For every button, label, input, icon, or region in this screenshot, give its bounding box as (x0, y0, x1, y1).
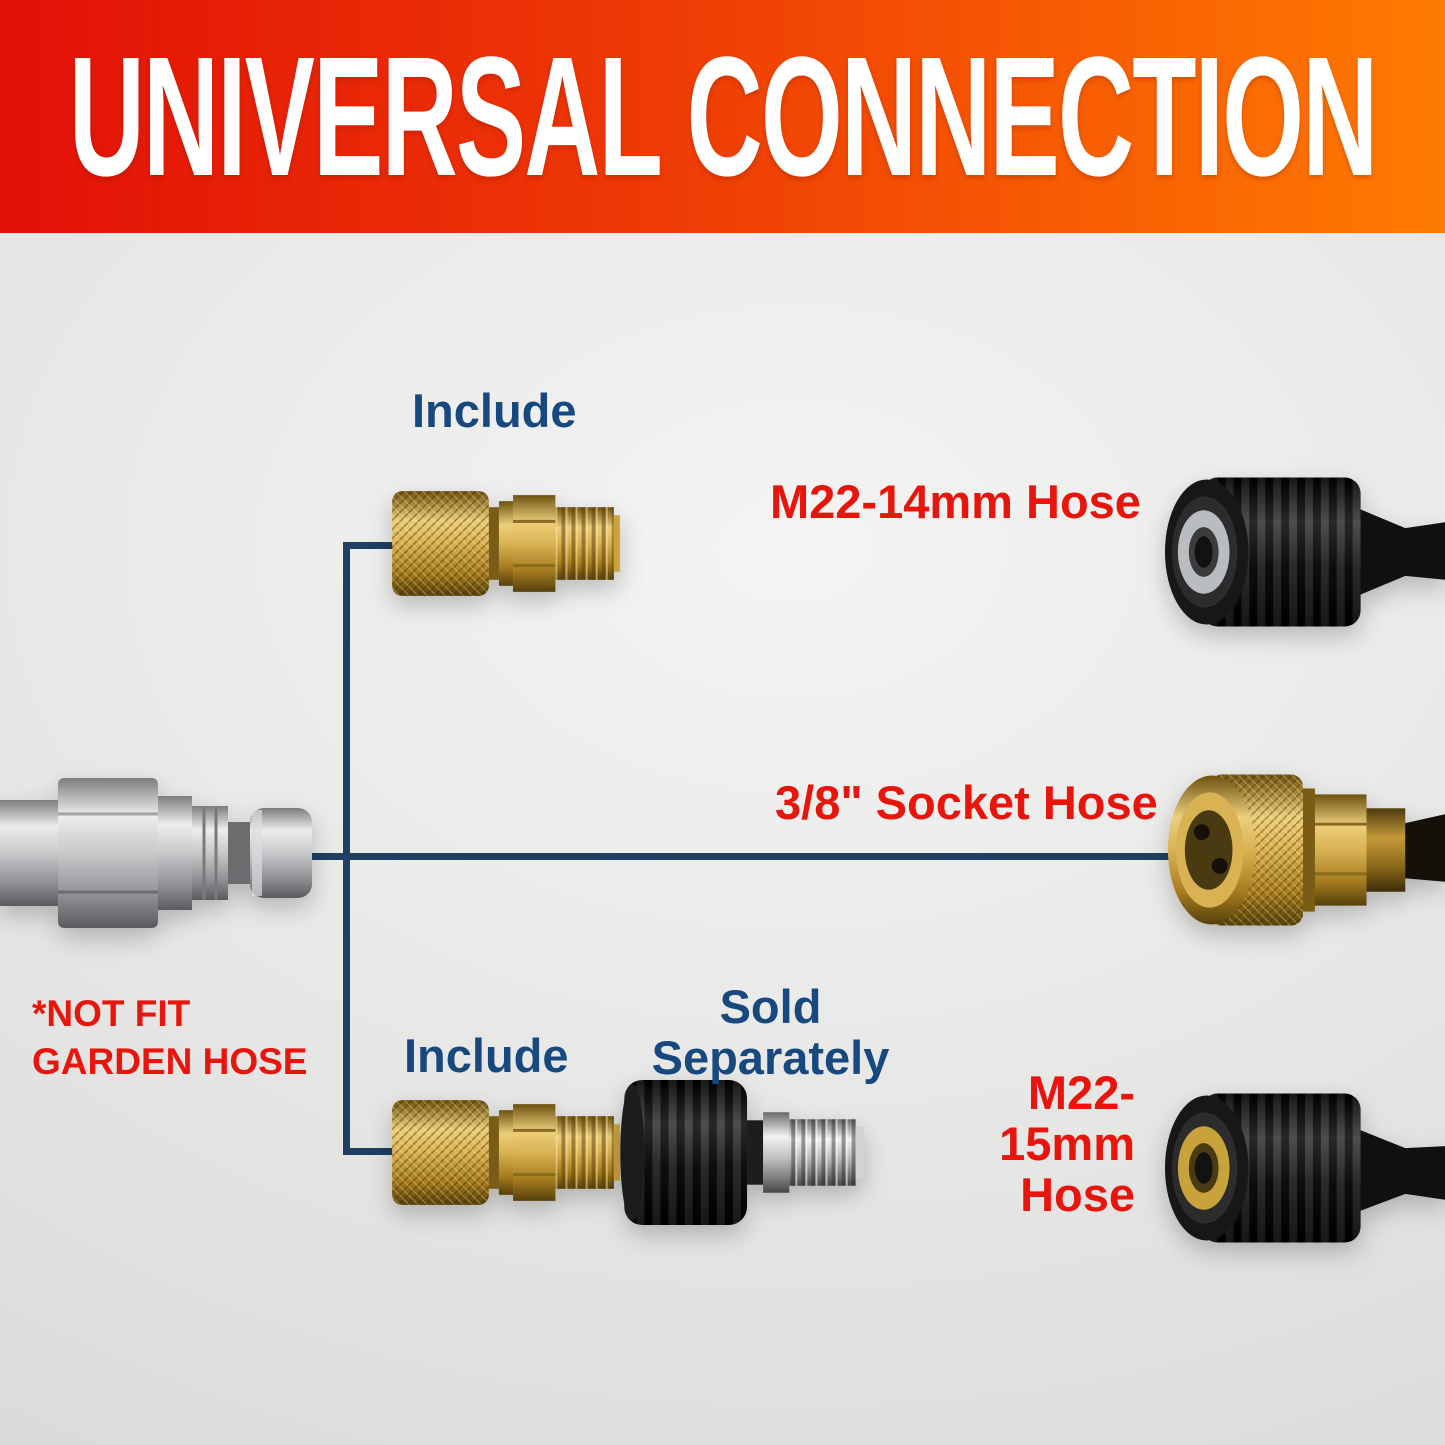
m22-15mm-hose-photo (1162, 1068, 1445, 1268)
m22-15mm-hose-label: M22- 15mm Hose (880, 1066, 1135, 1221)
include-label-top: Include (412, 384, 577, 437)
brass-coupler-bottom-photo (390, 1086, 622, 1219)
brass-coupler-top-photo (390, 477, 622, 610)
not-fit-note-line1: *NOT FIT (32, 993, 191, 1034)
m22-14mm-hose-photo (1162, 452, 1445, 652)
connector-line-bottom (343, 1148, 428, 1155)
sold-separately-line1: Sold (719, 980, 822, 1033)
m22-14mm-hose-label: M22-14mm Hose (770, 475, 1141, 528)
m22-15mm-hose-line1: M22- 15mm (999, 1066, 1135, 1170)
connector-line-middle (300, 853, 1180, 860)
connector-line-top (343, 542, 428, 549)
not-fit-note: *NOT FIT GARDEN HOSE (32, 990, 322, 1086)
not-fit-note-line2: GARDEN HOSE (32, 1041, 308, 1083)
sold-separately-label: Sold Separately (648, 980, 893, 1084)
m22-15mm-hose-line2: Hose (1020, 1167, 1135, 1221)
socket-hose-photo (1162, 752, 1445, 952)
header-banner: UNIVERSAL CONNECTION (0, 0, 1445, 233)
quick-connect-plug-photo (0, 748, 320, 958)
socket-hose-label: 3/8" Socket Hose (775, 776, 1158, 829)
m22-swivel-adapter-photo (620, 1072, 867, 1233)
connector-line-vertical (343, 545, 350, 1155)
banner-title: UNIVERSAL CONNECTION (68, 21, 1379, 212)
sold-separately-line2: Separately (651, 1030, 890, 1084)
include-label-bottom: Include (404, 1029, 569, 1082)
